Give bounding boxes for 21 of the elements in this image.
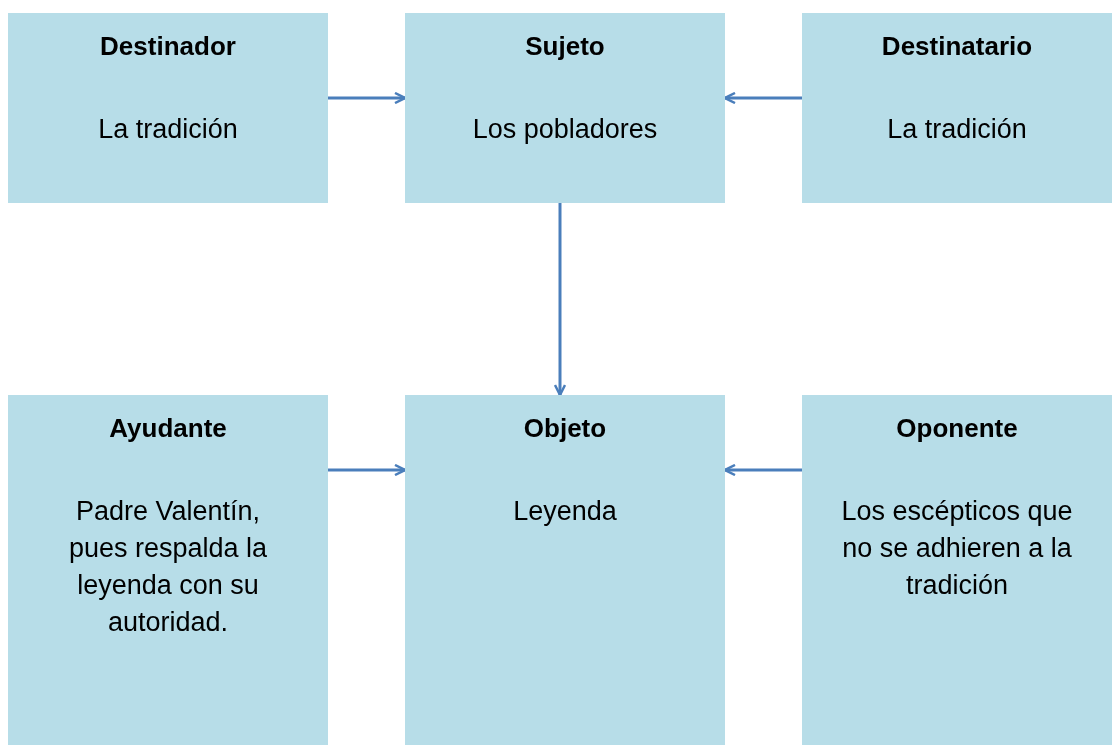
arrow xyxy=(328,91,407,105)
text-box xyxy=(802,13,1112,203)
arrow xyxy=(553,203,567,397)
box-text: Los escépticos que no se adhieren a la tradición xyxy=(840,495,1074,602)
text-box xyxy=(405,13,725,203)
text-box xyxy=(802,395,1112,745)
text-box xyxy=(8,13,328,203)
box-heading: Sujeto xyxy=(525,31,605,61)
box-text: La tradición xyxy=(887,113,1027,146)
box-heading: Destinador xyxy=(100,31,236,61)
text-box xyxy=(8,395,328,745)
box-text: Los pobladores xyxy=(472,113,658,146)
box-text: Leyenda xyxy=(513,495,617,528)
arrow xyxy=(328,463,407,477)
box-heading: Destinatario xyxy=(881,31,1033,61)
box-text: La tradición xyxy=(98,113,238,146)
text-box xyxy=(405,395,725,745)
box-heading: Ayudante xyxy=(109,413,227,443)
box-text: Padre Valentín, pues respalda la leyenda con su autoridad. xyxy=(67,495,269,639)
box-heading: Oponente xyxy=(896,413,1018,443)
box-heading: Objeto xyxy=(523,413,607,443)
